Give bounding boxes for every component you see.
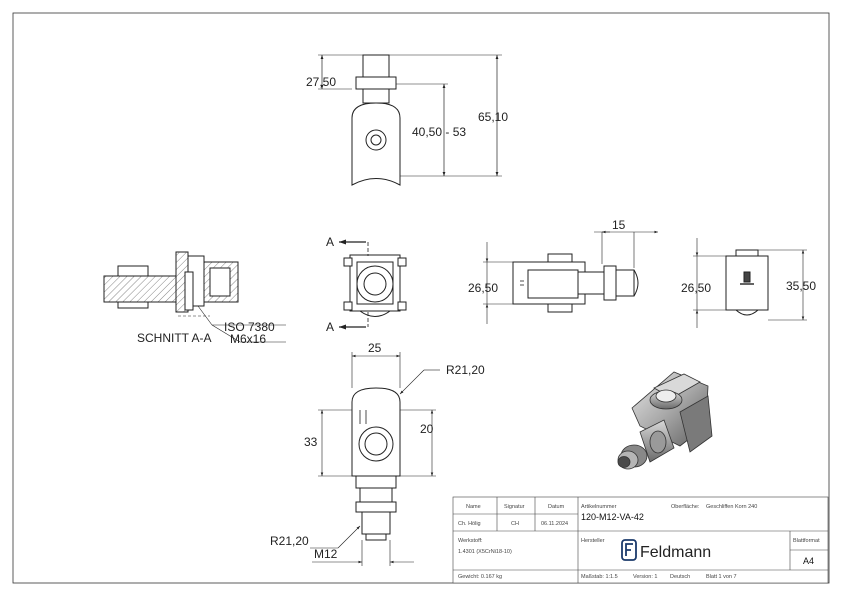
dim-m12: M12 [314,547,338,561]
side-view [512,253,639,313]
tb-header-datum: Datum [548,504,565,510]
tb-hersteller-label: Hersteller [581,538,605,544]
section-mark-a-top: A [326,235,334,249]
end-view [725,249,769,316]
tb-header-signatur: Signatur [504,504,525,510]
section-mark-a-bottom: A [326,320,334,334]
tb-artikel-number: 120-M12-VA-42 [581,512,644,522]
tb-signatur: CH [511,521,519,527]
front-view [343,254,407,317]
tb-blatt: Blatt 1 von 7 [706,574,737,580]
tb-oberflaeche-label: Oberfläche: [671,504,700,510]
dim-27-50: 27,50 [306,75,336,89]
tb-gewicht: Gewicht: 0.167 kg [458,574,502,580]
title-block [452,496,829,584]
feldmann-logo: Feldmann [621,539,711,561]
tb-datum: 06.11.2024 [541,521,568,527]
tb-oberflaeche: Geschliffen Korn 240 [706,504,757,510]
label-iso-7380: ISO 7380 [224,320,275,334]
dim-26-50-a: 26,50 [468,281,498,295]
section-a-a-view [103,251,239,317]
tb-name: Ch. Hölig [458,521,481,527]
tb-werkstoff: 1.4301 (X5CrNi18-10) [458,549,512,555]
side-view-dims [483,230,658,324]
dim-20: 20 [420,422,434,436]
tb-version: Version: 1 [633,574,657,580]
label-section-a-a: SCHNITT A-A [137,331,211,345]
dim-r21-20-bottom: R21,20 [270,534,309,548]
bottom-view-dims [310,352,440,566]
tb-artikel-label: Artikelnummer [581,504,617,510]
tb-blattformat-label: Blattformat [793,538,820,544]
top-view [318,54,502,186]
isometric-view [617,371,713,470]
dim-35-50: 35,50 [786,279,816,293]
dim-40-50-53: 40,50 - 53 [412,125,466,139]
section-arrows [339,239,369,330]
logo-text: Feldmann [640,544,711,561]
bottom-view [351,387,401,541]
tb-werkstoff-label: Werkstoff: [458,538,483,544]
dim-65-10: 65,10 [478,110,508,124]
dim-r21-20-top: R21,20 [446,363,485,377]
iso-leader [197,305,286,343]
label-screw-m6x16: M6x16 [230,332,266,346]
tb-blattformat: A4 [803,556,814,566]
tb-sprache: Deutsch [670,574,690,580]
tb-header-name: Name [466,504,481,510]
dim-26-50-b: 26,50 [681,281,711,295]
dim-15: 15 [612,218,626,232]
tb-massstab: Maßstab: 1:1.5 [581,574,618,580]
dim-33: 33 [304,435,318,449]
end-view-dims [693,238,807,328]
dim-25: 25 [368,341,382,355]
sheet-border [12,12,830,584]
